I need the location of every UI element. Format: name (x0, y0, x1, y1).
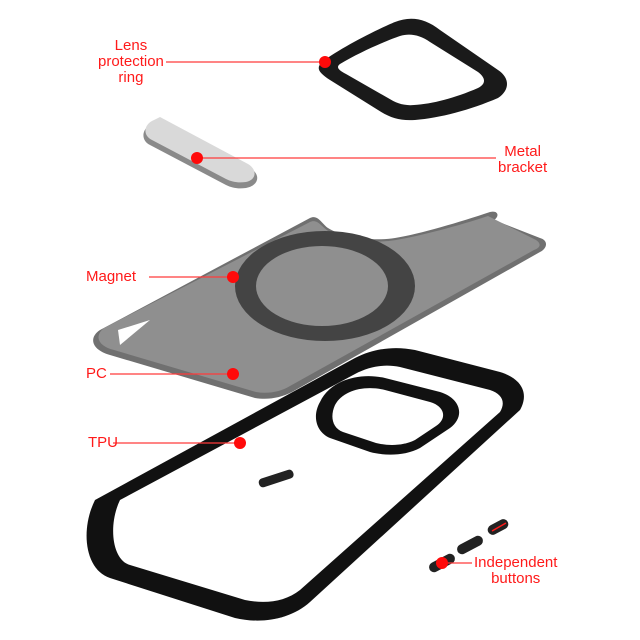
metal-bracket-shape (143, 117, 258, 189)
label-line: ring (118, 69, 144, 86)
label-independent-buttons: Independent buttons (474, 555, 557, 587)
lens-ring-shape (318, 18, 507, 121)
pc-plate-shape (93, 211, 547, 399)
label-line: Metal (504, 143, 541, 160)
label-tpu: TPU (88, 434, 118, 451)
label-magnet: Magnet (86, 268, 137, 285)
label-line: Lens (114, 37, 148, 54)
marker-dots (191, 56, 448, 569)
label-line: Independent (474, 554, 558, 571)
label-pc: PC (86, 365, 107, 382)
label-line: protection (98, 53, 164, 70)
buttons-shape (429, 519, 509, 573)
label-line: bracket (498, 159, 548, 176)
label-metal-bracket: Metal bracket (498, 144, 547, 176)
label-line: buttons (491, 570, 541, 587)
label-lens-ring: Lens protection ring (98, 38, 164, 86)
tpu-frame-shape (86, 348, 524, 621)
